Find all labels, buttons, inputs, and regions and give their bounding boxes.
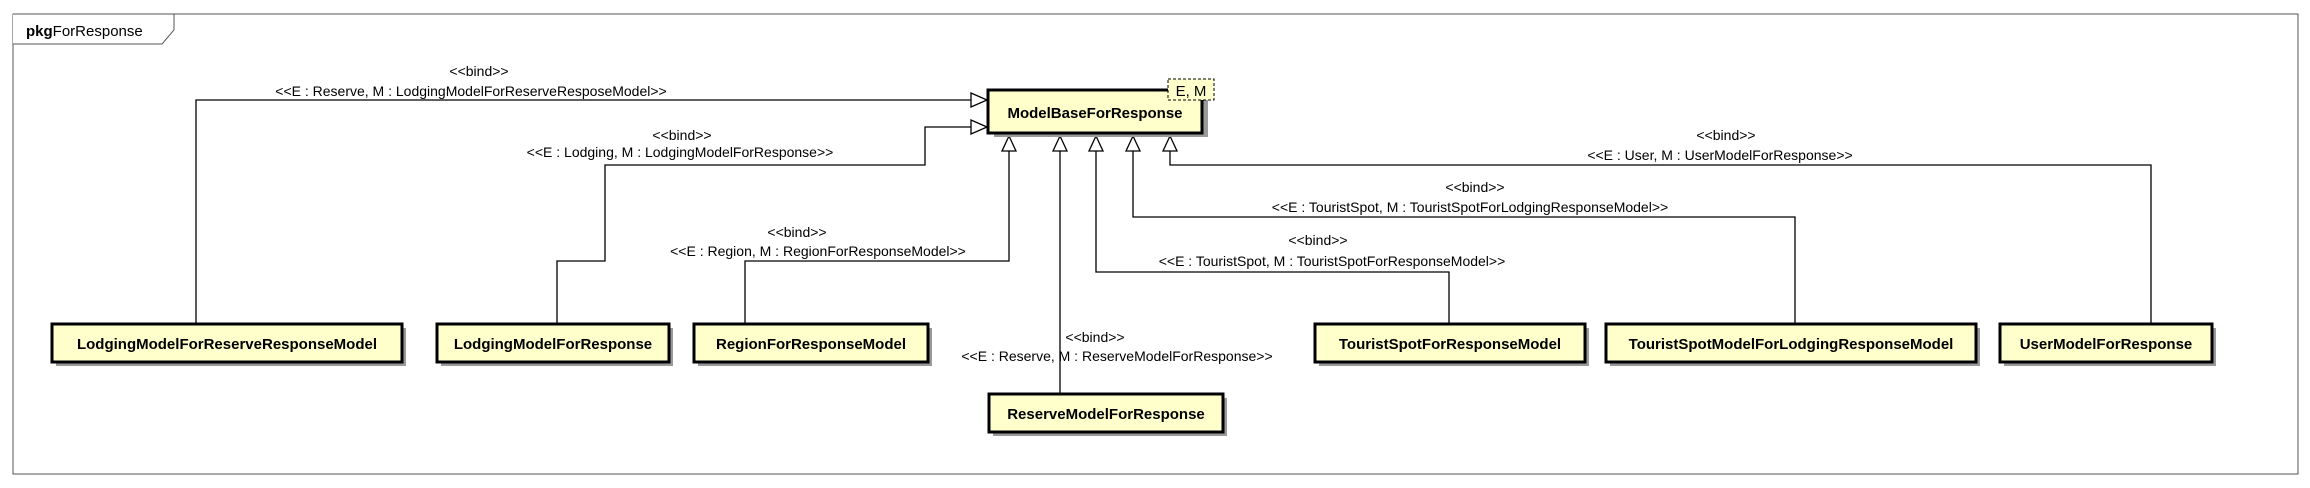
base-class-box[interactable] — [986, 88, 1204, 135]
class-box[interactable] — [1313, 322, 1587, 364]
class-lodging[interactable]: LodgingModelForResponse — [435, 322, 673, 366]
class-tourist-spot-lodging[interactable]: TouristSpotModelForLodgingResponseModel — [1604, 322, 1980, 366]
arrowhead-tourist-spot — [1087, 134, 1105, 152]
class-region[interactable]: RegionForResponseModel — [692, 322, 932, 366]
edge-tourist-spot-lodging — [1132, 137, 1796, 323]
bind-params-user: <<E : User, M : UserModelForResponse>> — [1587, 147, 1852, 163]
edge-lodging — [556, 126, 985, 323]
arrowhead-lodging — [970, 119, 989, 135]
package-name: ForResponse — [53, 23, 143, 40]
arrowhead-region — [1000, 134, 1018, 152]
class-name: LodgingModelForResponse — [454, 336, 652, 353]
base-class-name: ModelBaseForResponse — [1007, 105, 1182, 122]
package-keyword: pkg — [26, 23, 53, 40]
arrowhead-tourist-spot-lodging — [1124, 134, 1142, 152]
class-lodging-reserve[interactable]: LodgingModelForReserveResponseModel — [50, 322, 406, 366]
class-name: TouristSpotModelForLodgingResponseModel — [1629, 336, 1954, 353]
bind-stereotype-lodging-reserve: <<bind>> — [449, 63, 508, 79]
class-name: TouristSpotForResponseModel — [1339, 336, 1561, 353]
edge-tourist-spot — [1095, 137, 1450, 323]
base-class[interactable]: ModelBaseForResponse E, M — [986, 78, 1215, 137]
package-title: pkgForResponse — [26, 23, 143, 40]
class-name: RegionForResponseModel — [716, 336, 906, 353]
class-box[interactable] — [987, 392, 1225, 434]
bind-stereotype-tourist-spot-lodging: <<bind>> — [1445, 179, 1504, 195]
bind-stereotype-region: <<bind>> — [767, 224, 826, 240]
class-box[interactable] — [692, 322, 930, 364]
class-name: ReserveModelForResponse — [1007, 406, 1205, 423]
bind-params-tourist-spot: <<E : TouristSpot, M : TouristSpotForRes… — [1159, 253, 1506, 269]
bind-stereotype-tourist-spot: <<bind>> — [1288, 232, 1347, 248]
edge-lodging-reserve — [195, 99, 985, 323]
arrowhead-lodging-reserve — [970, 92, 989, 108]
class-name: UserModelForResponse — [2020, 336, 2193, 353]
bind-stereotype-user: <<bind>> — [1696, 127, 1755, 143]
class-box[interactable] — [1604, 322, 1978, 364]
template-params: E, M — [1176, 83, 1207, 100]
class-name: LodgingModelForReserveResponseModel — [77, 336, 377, 353]
bind-params-reserve: <<E : Reserve, M : ReserveModelForRespon… — [961, 348, 1272, 364]
class-reserve[interactable]: ReserveModelForResponse — [987, 392, 1227, 436]
arrowhead-reserve — [1051, 134, 1069, 152]
bind-stereotype-lodging: <<bind>> — [652, 127, 711, 143]
arrowhead-user — [1161, 134, 1179, 152]
class-box[interactable] — [435, 322, 671, 364]
edge-region — [744, 137, 1010, 323]
class-user[interactable]: UserModelForResponse — [1998, 322, 2216, 366]
class-tourist-spot[interactable]: TouristSpotForResponseModel — [1313, 322, 1589, 366]
bind-params-lodging: <<E : Lodging, M : LodgingModelForRespon… — [527, 144, 834, 160]
bind-stereotype-reserve: <<bind>> — [1065, 329, 1124, 345]
class-box[interactable] — [50, 322, 404, 364]
bind-params-region: <<E : Region, M : RegionForResponseModel… — [670, 243, 966, 259]
bind-params-tourist-spot-lodging: <<E : TouristSpot, M : TouristSpotForLod… — [1272, 199, 1668, 215]
bind-params-lodging-reserve: <<E : Reserve, M : LodgingModelForReserv… — [275, 83, 666, 99]
edges — [195, 92, 2152, 393]
template-params-box — [1167, 78, 1215, 101]
edge-labels: <<bind>> <<E : Reserve, M : LodgingModel… — [275, 63, 1852, 364]
class-box[interactable] — [1998, 322, 2214, 364]
